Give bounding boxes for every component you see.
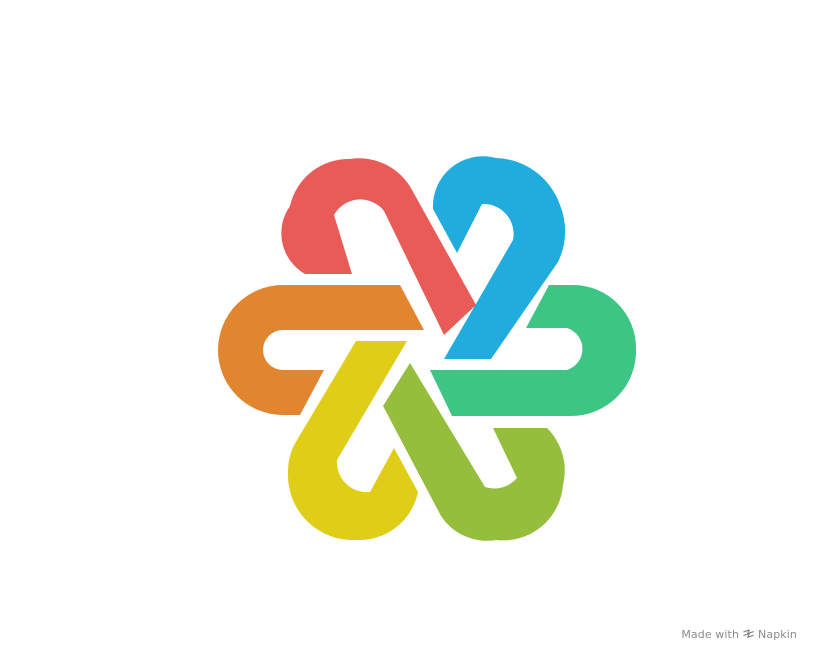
made-with-napkin-watermark: Made with Napkin — [681, 628, 797, 641]
petal-blue — [432, 156, 566, 359]
petal-lime — [383, 363, 565, 541]
napkin-logo-icon — [743, 629, 754, 638]
petal-red — [281, 158, 476, 335]
watermark-prefix: Made with — [681, 628, 740, 641]
petal-green — [430, 285, 637, 417]
watermark-brand: Napkin — [758, 628, 797, 641]
petal-orange — [218, 285, 424, 415]
petal-yellow — [287, 341, 418, 541]
